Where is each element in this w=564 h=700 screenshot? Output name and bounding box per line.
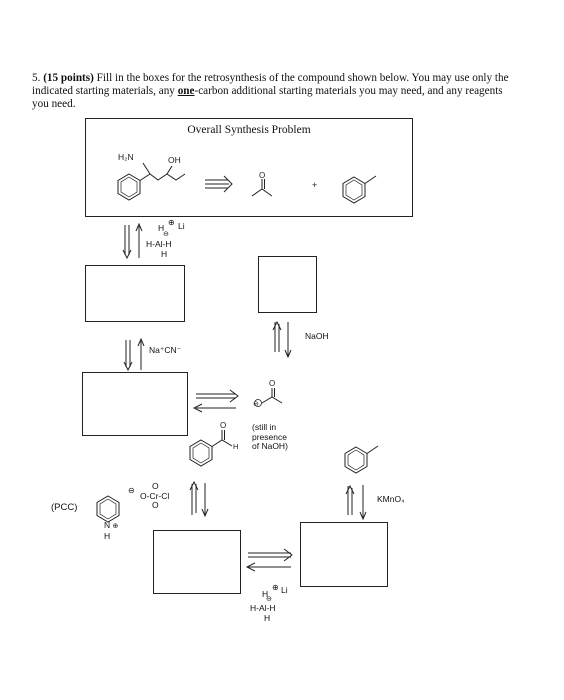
frame-title: Overall Synthesis Problem bbox=[187, 124, 311, 136]
naoh-reagent: NaOH bbox=[305, 331, 329, 341]
still-in-note: (still in presence of NaOH) bbox=[252, 422, 288, 452]
amine-label: H₂N bbox=[118, 152, 134, 162]
pcc-o-bottom: O bbox=[152, 500, 159, 510]
equilibrium-arrows-middle bbox=[192, 389, 239, 413]
hydroxyl-label: OH bbox=[168, 155, 181, 165]
lah-bottom-plus: ⊕ bbox=[272, 583, 279, 592]
pcc-minus: ⊖ bbox=[128, 485, 135, 495]
enolate-molecule bbox=[254, 388, 283, 407]
arrow-pair-kmno4 bbox=[345, 484, 367, 521]
question-points: (15 points) bbox=[43, 72, 94, 84]
lah-bottom-reagent: H ⊕ Li ⊖ H-Al-H H bbox=[250, 583, 288, 623]
lah-bottom-li: Li bbox=[281, 585, 288, 595]
pyridinium-ring bbox=[96, 495, 120, 523]
question-number: 5. bbox=[32, 72, 41, 84]
overall-synthesis-frame: Overall Synthesis Problem bbox=[85, 118, 413, 217]
question-body: Fill in the boxes for the retrosynthesis… bbox=[32, 72, 509, 97]
pyridinium-h: H bbox=[104, 530, 111, 541]
arrow-pair-cyanide bbox=[123, 337, 145, 372]
aldehyde-hydrogen: H bbox=[233, 442, 238, 451]
lah-top-plus: ⊕ bbox=[168, 218, 175, 227]
acetone-molecule bbox=[251, 179, 273, 197]
question-emphasis: one bbox=[177, 85, 195, 97]
enolate-charge: ⊖ bbox=[253, 401, 259, 408]
pcc-chromate: O ⊖ O-Cr-Cl O bbox=[128, 481, 170, 511]
lah-top-minus: ⊖ bbox=[163, 231, 169, 238]
kmno4-reagent: KMnO₄ bbox=[377, 494, 405, 504]
question-text: 5. (15 points) Fill in the boxes for the… bbox=[32, 72, 512, 111]
pyridinium-plus: ⊕ bbox=[112, 523, 119, 530]
still-in-text: (still in bbox=[252, 422, 277, 432]
answer-box-5[interactable] bbox=[300, 522, 388, 587]
lah-top-h2: H bbox=[161, 248, 168, 259]
of-naoh-text: of NaOH) bbox=[252, 441, 288, 451]
cyanide-reagent: Na⁺CN⁻ bbox=[149, 345, 182, 355]
lah-top-reagent: H ⊕ Li ⊖ H-Al-H H bbox=[146, 218, 185, 259]
arrow-pair-lah-top bbox=[122, 222, 143, 260]
lah-bottom-h1: H bbox=[262, 589, 269, 599]
ketone-oxygen: O bbox=[259, 171, 265, 180]
answer-box-1[interactable] bbox=[85, 265, 185, 322]
equilibrium-arrows-bottom bbox=[245, 548, 293, 572]
benzaldehyde-molecule bbox=[189, 430, 233, 467]
arrow-pair-naoh bbox=[272, 320, 292, 359]
lah-bottom-h2: H bbox=[264, 612, 271, 623]
arrow-pair-pcc bbox=[189, 480, 209, 518]
pcc-o-top: O bbox=[152, 481, 159, 491]
pcc-label: (PCC) bbox=[51, 502, 78, 513]
enolate-oxygen: O bbox=[269, 379, 275, 388]
question-body-end: -carbon additional starting materials yo… bbox=[32, 85, 503, 110]
lah-top-line: H-Al-H bbox=[146, 239, 172, 249]
answer-box-3[interactable] bbox=[82, 372, 188, 436]
lah-bottom-line: H-Al-H bbox=[250, 603, 276, 613]
toluene-right bbox=[344, 445, 379, 474]
target-molecule bbox=[117, 162, 186, 201]
lah-bottom-minus: ⊖ bbox=[266, 596, 272, 603]
pyridinium-nh: N ⊕ H bbox=[104, 520, 119, 541]
pcc-line: O-Cr-Cl bbox=[140, 490, 170, 501]
answer-box-4[interactable] bbox=[153, 530, 241, 594]
pyridinium-n: N bbox=[104, 520, 111, 530]
answer-box-2[interactable] bbox=[258, 256, 317, 313]
toluene-top bbox=[342, 175, 377, 204]
presence-text: presence bbox=[252, 431, 287, 442]
plus-sign: + bbox=[312, 180, 317, 190]
lah-top-h1: H bbox=[158, 223, 165, 233]
aldehyde-oxygen: O bbox=[220, 421, 226, 430]
lah-top-li: Li bbox=[178, 221, 185, 231]
retro-arrow-top bbox=[205, 175, 233, 193]
